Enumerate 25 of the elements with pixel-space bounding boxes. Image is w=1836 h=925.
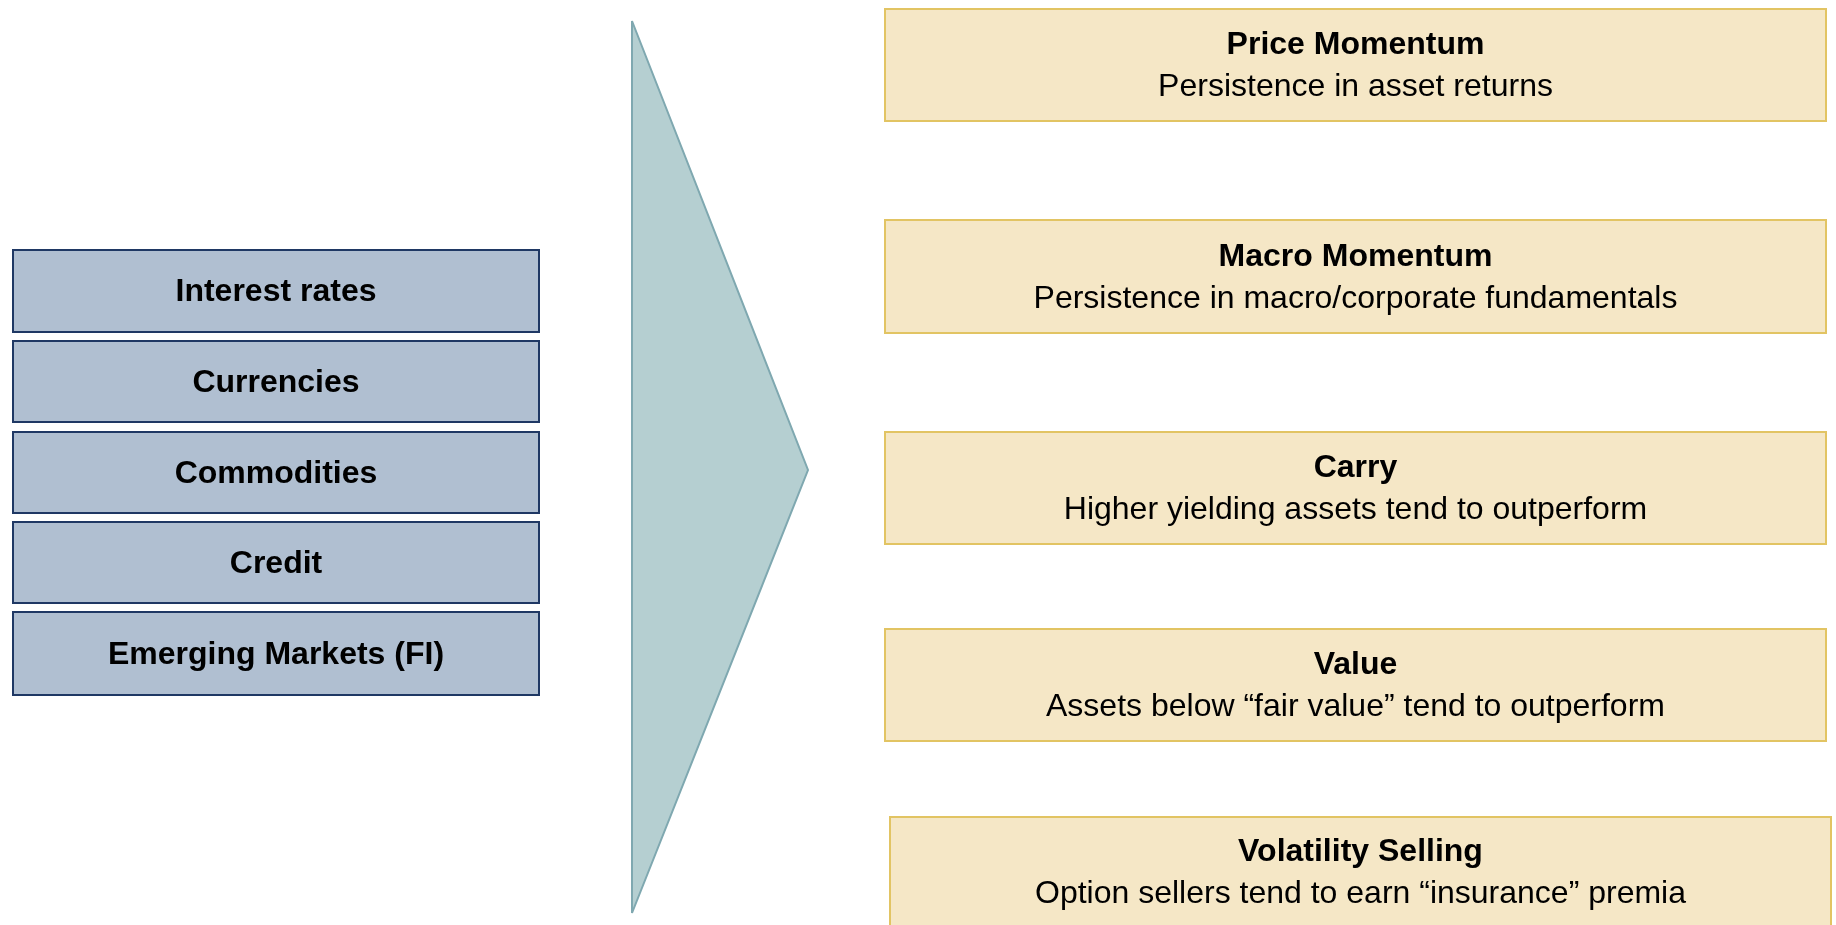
strategy-description: Option sellers tend to earn “insurance” premia	[1035, 873, 1686, 912]
strategy-title: Volatility Selling	[1238, 831, 1483, 871]
market-label: Credit	[229, 542, 323, 582]
strategy-description: Persistence in macro/corporate fundamentals	[1033, 277, 1678, 317]
strategy-title: Macro Momentum	[1218, 235, 1493, 275]
market-label: Commodities	[174, 452, 378, 492]
strategy-description: Assets below “fair value” tend to outperform	[1046, 686, 1665, 725]
strategy-box	[884, 628, 1827, 742]
strategy-title: Price Momentum	[1226, 24, 1485, 64]
market-box	[12, 611, 540, 696]
market-label: Emerging Markets (FI)	[107, 633, 445, 673]
strategy-title: Carry	[1313, 447, 1398, 487]
strategy-description: Persistence in asset returns	[1158, 66, 1553, 105]
strategy-box	[884, 8, 1827, 122]
strategy-box	[884, 431, 1827, 545]
strategy-title: Value	[1313, 644, 1398, 684]
strategy-box	[889, 816, 1832, 925]
market-box	[12, 249, 540, 333]
market-box	[12, 340, 540, 423]
market-label: Currencies	[192, 361, 360, 401]
strategy-description: Higher yielding assets tend to outperform	[1063, 489, 1648, 528]
market-box	[12, 431, 540, 514]
strategy-box	[884, 219, 1827, 334]
market-label: Interest rates	[175, 271, 377, 311]
market-box	[12, 521, 540, 604]
